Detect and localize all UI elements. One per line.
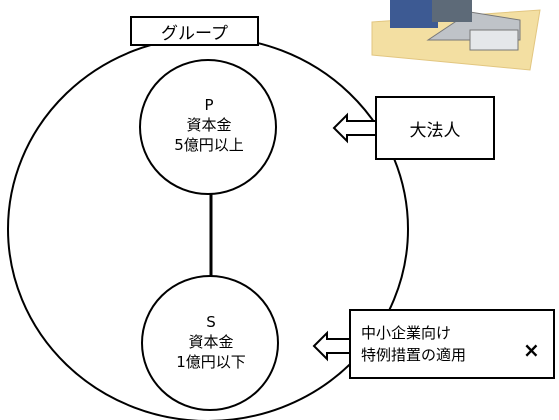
parent-circle <box>139 59 277 195</box>
person-at-laptop-illustration <box>371 0 541 71</box>
sme-measures-box: 中小企業向け 特例措置の適用 <box>349 309 555 379</box>
parent-capital-value: 5億円以上 <box>174 136 244 154</box>
subsidiary-capital-label: 資本金 <box>188 333 234 351</box>
subsidiary-capital-value: 1億円以下 <box>176 353 246 371</box>
large-corporation-box: 大法人 <box>375 96 495 160</box>
parent-id: P <box>204 96 214 114</box>
paper <box>469 29 519 51</box>
subsidiary-node-text: S 資本金 1億円以下 <box>152 312 270 372</box>
group-label-text: グループ <box>161 23 228 44</box>
not-applicable-mark: × <box>523 338 540 362</box>
sme-line-2: 特例措置の適用 <box>361 346 467 364</box>
parent-capital-label: 資本金 <box>186 116 232 134</box>
sme-line-1: 中小企業向け <box>361 324 452 342</box>
parent-node-text: P 資本金 5億円以上 <box>150 95 268 155</box>
subsidiary-circle <box>141 275 279 411</box>
laptop-screen <box>432 0 472 22</box>
group-label: グループ <box>130 16 259 46</box>
person-body <box>390 0 438 28</box>
subsidiary-id: S <box>206 313 216 331</box>
large-corporation-label: 大法人 <box>409 120 461 141</box>
